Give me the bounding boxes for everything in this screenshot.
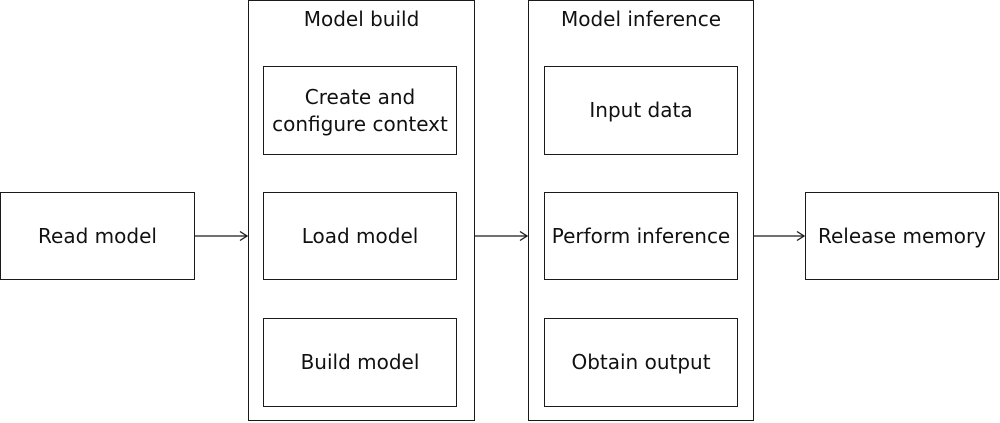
input-data-label: Input data xyxy=(589,98,693,122)
arrow-build-to-inference xyxy=(475,230,529,242)
release-memory-box: Release memory xyxy=(805,192,999,280)
release-memory-label: Release memory xyxy=(817,223,987,248)
model-build-title: Model build xyxy=(303,7,420,31)
obtain-output-box: Obtain output xyxy=(544,318,738,407)
input-data-box: Input data xyxy=(544,66,738,155)
model-inference-title: Model inference xyxy=(560,7,722,31)
perform-inference-label: Perform inference xyxy=(551,223,731,248)
build-model-label: Build model xyxy=(300,350,420,374)
load-model-box: Load model xyxy=(263,192,457,280)
obtain-output-label: Obtain output xyxy=(571,350,711,374)
arrow-inference-to-release xyxy=(754,230,806,242)
perform-inference-box: Perform inference xyxy=(544,192,738,280)
read-model-label: Read model xyxy=(38,223,157,248)
create-configure-context-box: Create and configure context xyxy=(263,66,457,155)
read-model-box: Read model xyxy=(0,192,195,280)
arrow-read-to-build xyxy=(195,230,249,242)
load-model-label: Load model xyxy=(301,223,419,248)
create-configure-context-label: Create and configure context xyxy=(272,84,448,136)
build-model-box: Build model xyxy=(263,318,457,407)
